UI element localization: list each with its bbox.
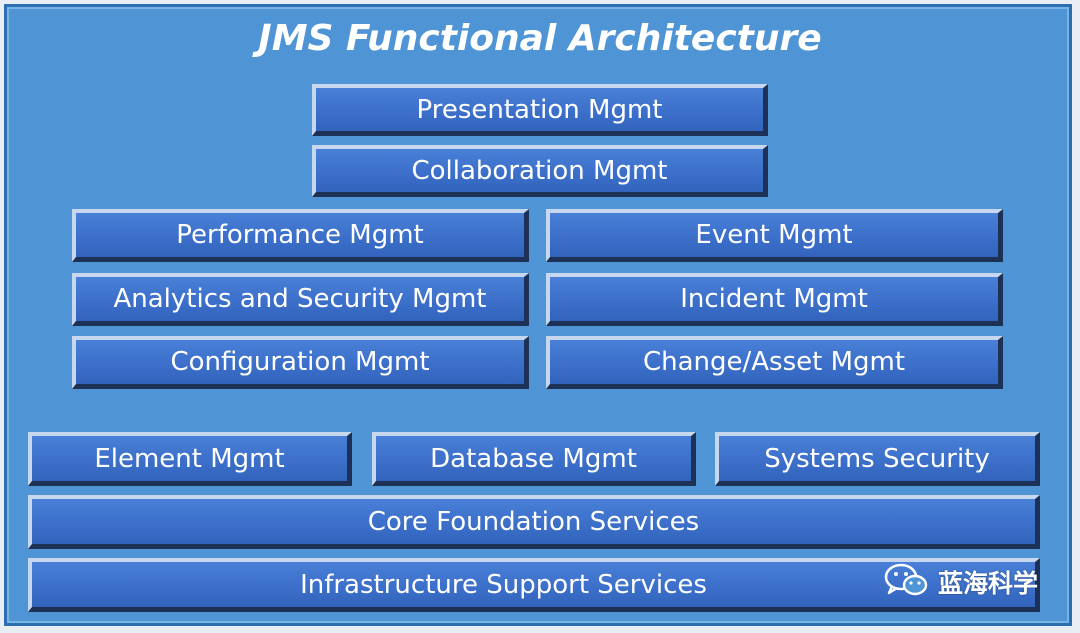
presentation-mgmt-box: Presentation Mgmt	[312, 84, 768, 136]
collaboration-mgmt-box: Collaboration Mgmt	[312, 145, 768, 197]
incident-mgmt-box: Incident Mgmt	[546, 273, 1003, 326]
element-mgmt-box: Element Mgmt	[28, 432, 352, 486]
performance-mgmt-box: Performance Mgmt	[72, 209, 529, 262]
event-mgmt-box: Event Mgmt	[546, 209, 1003, 262]
core-foundation-services-box: Core Foundation Services	[28, 495, 1040, 549]
systems-security-box: Systems Security	[715, 432, 1040, 486]
diagram-title: JMS Functional Architecture	[258, 18, 822, 59]
watermark: 蓝海科学	[884, 563, 1039, 599]
configuration-mgmt-box: Configuration Mgmt	[72, 336, 529, 389]
change-asset-mgmt-box: Change/Asset Mgmt	[546, 336, 1003, 389]
analytics-security-mgmt-box: Analytics and Security Mgmt	[72, 273, 529, 326]
wechat-icon	[884, 562, 928, 603]
infrastructure-support-services-box: Infrastructure Support Services	[28, 558, 1040, 612]
database-mgmt-box: Database Mgmt	[372, 432, 696, 486]
watermark-text: 蓝海科学	[938, 569, 1039, 598]
